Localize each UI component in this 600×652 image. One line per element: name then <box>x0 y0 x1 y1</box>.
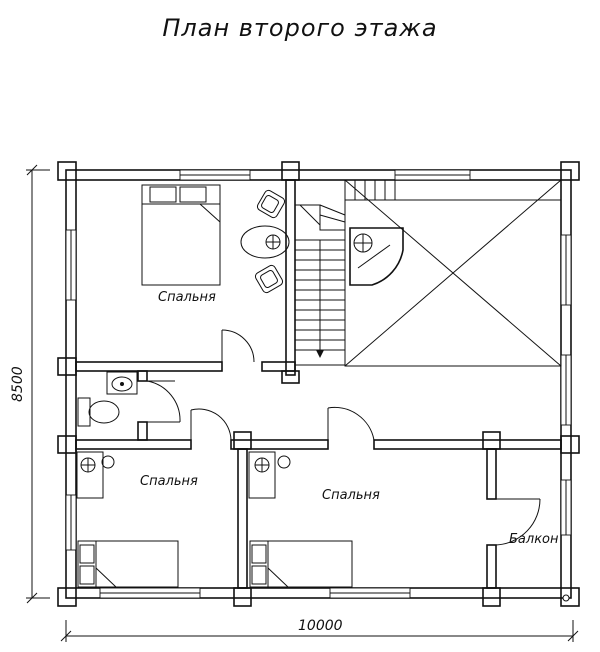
dimension-width-label: 10000 <box>298 618 343 634</box>
stair-tread <box>299 204 321 226</box>
bed-bottom-left <box>77 540 179 588</box>
bath-toilet <box>77 397 120 427</box>
room-label-bedroom-bottom-middle: Спальня <box>322 488 380 503</box>
plan-title: План второго этажа <box>162 14 438 42</box>
dimension-height-label: 8500 <box>10 366 26 402</box>
armchair-top <box>256 189 286 219</box>
room-label-bedroom-top-left: Спальня <box>158 290 216 305</box>
interior-walls <box>57 161 580 607</box>
doors <box>146 329 541 546</box>
corner-fireplace <box>349 227 404 286</box>
nightstand-bottom-middle <box>248 451 291 499</box>
dimension-width: 10000 <box>60 594 579 642</box>
round-table <box>240 225 290 259</box>
nightstand-bottom-left <box>76 451 115 499</box>
windows <box>65 169 572 599</box>
stair-tread <box>319 214 346 223</box>
dimension-height: 8500 <box>10 164 50 604</box>
bed-bottom-middle <box>249 540 353 588</box>
outer-walls <box>57 161 580 607</box>
room-label-bedroom-bottom-left: Спальня <box>140 474 198 489</box>
armchair-bottom <box>254 264 284 294</box>
stair-tread <box>319 204 346 216</box>
stairwell-opening <box>344 179 562 367</box>
room-label-balcony: Балкон <box>509 532 559 547</box>
bath-sink <box>106 371 138 395</box>
bed-top-left <box>141 184 221 286</box>
